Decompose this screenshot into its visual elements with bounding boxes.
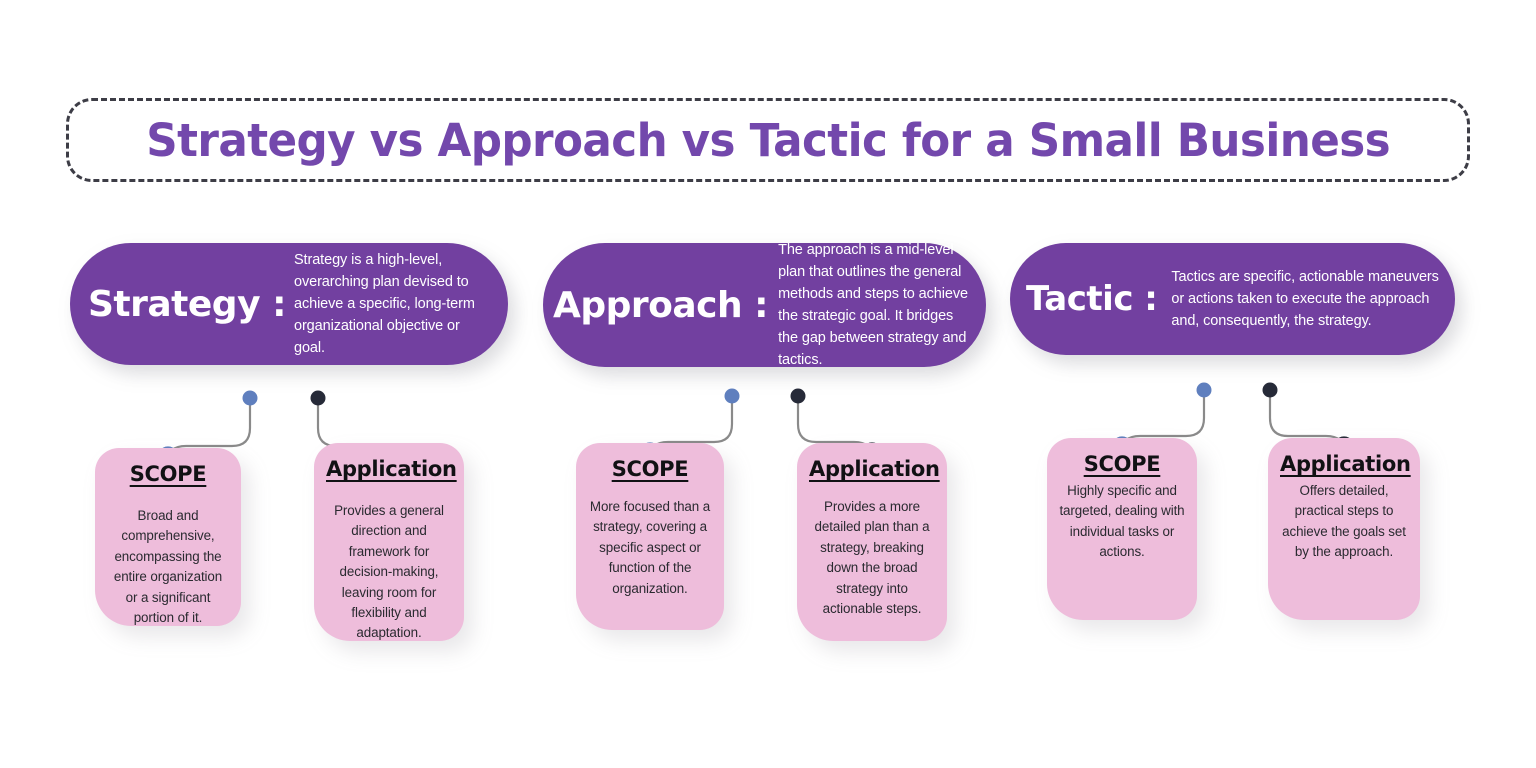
- connector-dot-blue: [1196, 382, 1212, 398]
- connector-dot-dark: [1262, 382, 1278, 398]
- detail-card-title: Application: [326, 457, 457, 481]
- detail-card-tactic-application: Application Offers detailed, practical s…: [1268, 438, 1420, 620]
- detail-card-title: Application: [809, 457, 940, 481]
- header-label-approach: Approach :: [553, 284, 769, 326]
- detail-card-approach-scope: SCOPE More focused than a strategy, cove…: [576, 443, 724, 630]
- detail-card-body: Broad and comprehensive, encompassing th…: [113, 508, 223, 625]
- detail-card-tactic-scope: SCOPE Highly specific and targeted, deal…: [1047, 438, 1197, 620]
- detail-card-strategy-scope: SCOPE Broad and comprehensive, encompass…: [95, 448, 241, 626]
- header-description-tactic: Tactics are specific, actionable maneuve…: [1171, 268, 1439, 330]
- connector-dot-dark: [310, 390, 326, 406]
- detail-card-title: Application: [1280, 452, 1411, 476]
- connector-dot-blue: [724, 388, 740, 404]
- connector-dot-blue: [242, 390, 258, 406]
- connector-dot-dark: [790, 388, 806, 404]
- detail-card-title: SCOPE: [611, 457, 689, 481]
- header-description-strategy: Strategy is a high-level, overarching pl…: [293, 251, 475, 357]
- detail-card-body: More focused than a strategy, covering a…: [589, 499, 711, 596]
- detail-card-body: Highly specific and targeted, dealing wi…: [1059, 483, 1185, 560]
- detail-card-strategy-application: Application Provides a general direction…: [314, 443, 464, 641]
- header-label-strategy: Strategy :: [88, 283, 286, 325]
- detail-card-body: Provides a more detailed plan than a str…: [814, 499, 930, 616]
- header-card-tactic: Tactic : Tactics are specific, actionabl…: [1010, 243, 1455, 355]
- page-title: Strategy vs Approach vs Tactic for a Sma…: [146, 113, 1390, 167]
- header-label-tactic: Tactic :: [1026, 279, 1158, 319]
- title-frame: Strategy vs Approach vs Tactic for a Sma…: [66, 98, 1470, 182]
- detail-card-body: Provides a general direction and framewo…: [334, 503, 444, 641]
- detail-card-title: SCOPE: [129, 462, 207, 486]
- header-card-strategy: Strategy : Strategy is a high-level, ove…: [70, 243, 508, 365]
- detail-card-approach-application: Application Provides a more detailed pla…: [797, 443, 947, 641]
- detail-card-body: Offers detailed, practical steps to achi…: [1282, 483, 1406, 560]
- header-description-approach: The approach is a mid-level plan that ou…: [778, 241, 968, 369]
- header-card-approach: Approach : The approach is a mid-level p…: [543, 242, 986, 368]
- detail-card-title: SCOPE: [1083, 452, 1161, 476]
